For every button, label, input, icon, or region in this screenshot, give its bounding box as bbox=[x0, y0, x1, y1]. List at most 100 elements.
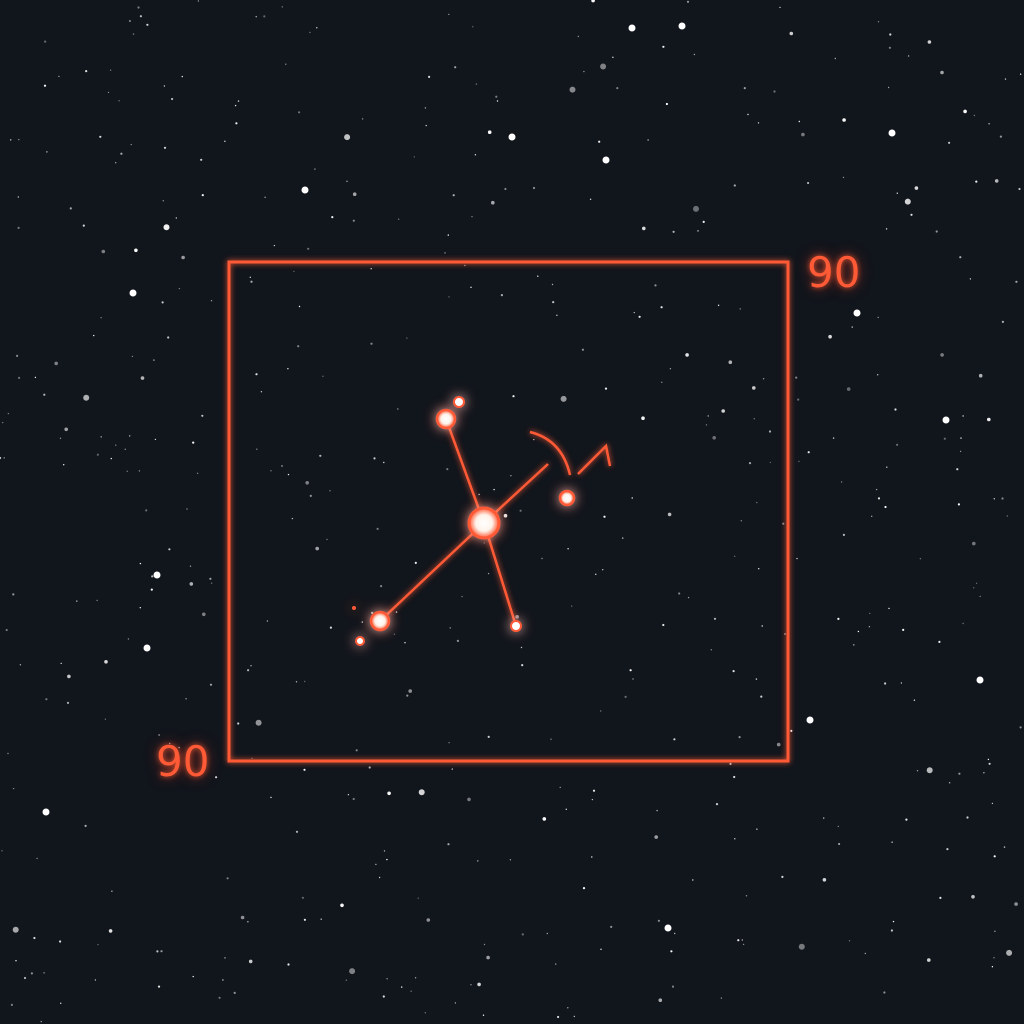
background-star bbox=[842, 533, 846, 537]
background-star bbox=[979, 595, 981, 598]
background-star bbox=[551, 283, 554, 286]
background-star bbox=[595, 573, 597, 575]
background-star bbox=[958, 772, 961, 775]
background-star bbox=[478, 493, 480, 496]
background-star bbox=[163, 224, 170, 231]
background-star bbox=[270, 470, 272, 472]
background-star bbox=[889, 33, 892, 36]
background-star bbox=[1018, 187, 1021, 191]
background-star bbox=[375, 863, 377, 866]
background-star bbox=[896, 443, 899, 446]
background-star bbox=[900, 682, 903, 684]
background-star bbox=[424, 1012, 426, 1014]
background-star bbox=[983, 772, 985, 774]
background-star bbox=[656, 809, 658, 812]
background-star bbox=[795, 376, 798, 379]
background-star bbox=[472, 26, 474, 28]
background-star bbox=[616, 87, 619, 90]
background-star bbox=[129, 435, 131, 437]
background-star bbox=[610, 925, 613, 929]
background-star bbox=[226, 877, 229, 880]
background-star bbox=[959, 450, 962, 453]
background-star bbox=[345, 979, 347, 981]
background-star bbox=[887, 86, 890, 89]
background-star bbox=[293, 270, 295, 273]
line-center-to-lower-left bbox=[379, 522, 485, 622]
background-star bbox=[139, 562, 142, 565]
background-star bbox=[483, 542, 485, 544]
background-star bbox=[807, 181, 810, 185]
background-star bbox=[988, 123, 990, 125]
background-star bbox=[355, 749, 358, 752]
background-star bbox=[59, 437, 62, 439]
background-star bbox=[935, 230, 938, 233]
background-star bbox=[642, 226, 646, 231]
background-star bbox=[202, 612, 206, 617]
background-star bbox=[234, 104, 237, 107]
background-star bbox=[987, 758, 990, 761]
background-star bbox=[1015, 280, 1018, 283]
background-star bbox=[891, 841, 893, 843]
background-star bbox=[40, 1020, 42, 1023]
background-star bbox=[414, 561, 417, 565]
background-star bbox=[417, 897, 419, 899]
background-star bbox=[287, 473, 290, 476]
background-star bbox=[963, 109, 967, 114]
background-star bbox=[295, 681, 298, 683]
background-star bbox=[565, 808, 567, 810]
background-star bbox=[196, 472, 199, 474]
background-star bbox=[263, 15, 266, 18]
background-star bbox=[158, 734, 160, 736]
background-star bbox=[58, 75, 60, 78]
background-star bbox=[940, 353, 944, 357]
background-star bbox=[1001, 497, 1004, 500]
background-star bbox=[132, 33, 135, 35]
background-star-bright bbox=[853, 309, 861, 317]
arrow-curve-icon bbox=[529, 430, 572, 476]
background-star bbox=[64, 427, 68, 432]
background-star bbox=[994, 930, 996, 932]
background-star bbox=[240, 915, 245, 920]
background-star bbox=[209, 577, 212, 580]
background-star bbox=[758, 568, 760, 570]
background-star bbox=[999, 135, 1003, 138]
background-star bbox=[940, 70, 944, 75]
background-star bbox=[301, 896, 304, 899]
background-star bbox=[521, 933, 524, 936]
background-star bbox=[702, 220, 705, 223]
background-star bbox=[738, 736, 741, 739]
background-star bbox=[693, 205, 699, 212]
background-star bbox=[349, 968, 356, 975]
background-star bbox=[988, 762, 991, 765]
background-star bbox=[661, 381, 663, 383]
background-star bbox=[298, 305, 301, 308]
background-star bbox=[1014, 902, 1018, 906]
background-star bbox=[104, 718, 107, 720]
background-star bbox=[316, 27, 318, 29]
background-star bbox=[720, 997, 723, 999]
background-star bbox=[686, 0, 690, 3]
background-star bbox=[382, 995, 385, 998]
background-star bbox=[1003, 846, 1006, 848]
background-star bbox=[693, 53, 696, 56]
background-star bbox=[414, 977, 417, 979]
background-star bbox=[884, 505, 887, 509]
background-star bbox=[713, 617, 717, 620]
background-star bbox=[973, 587, 975, 589]
background-star bbox=[3, 457, 5, 459]
background-star bbox=[97, 943, 99, 946]
background-star bbox=[96, 599, 98, 602]
background-star bbox=[993, 957, 995, 959]
background-star bbox=[361, 621, 363, 623]
background-star bbox=[110, 457, 113, 460]
background-star bbox=[973, 114, 976, 117]
background-star bbox=[315, 546, 320, 551]
background-star bbox=[373, 457, 376, 460]
background-star bbox=[346, 180, 348, 182]
background-star bbox=[256, 448, 258, 450]
background-star bbox=[326, 538, 328, 541]
background-star bbox=[266, 620, 269, 622]
background-star bbox=[762, 378, 765, 380]
background-star bbox=[946, 848, 949, 851]
